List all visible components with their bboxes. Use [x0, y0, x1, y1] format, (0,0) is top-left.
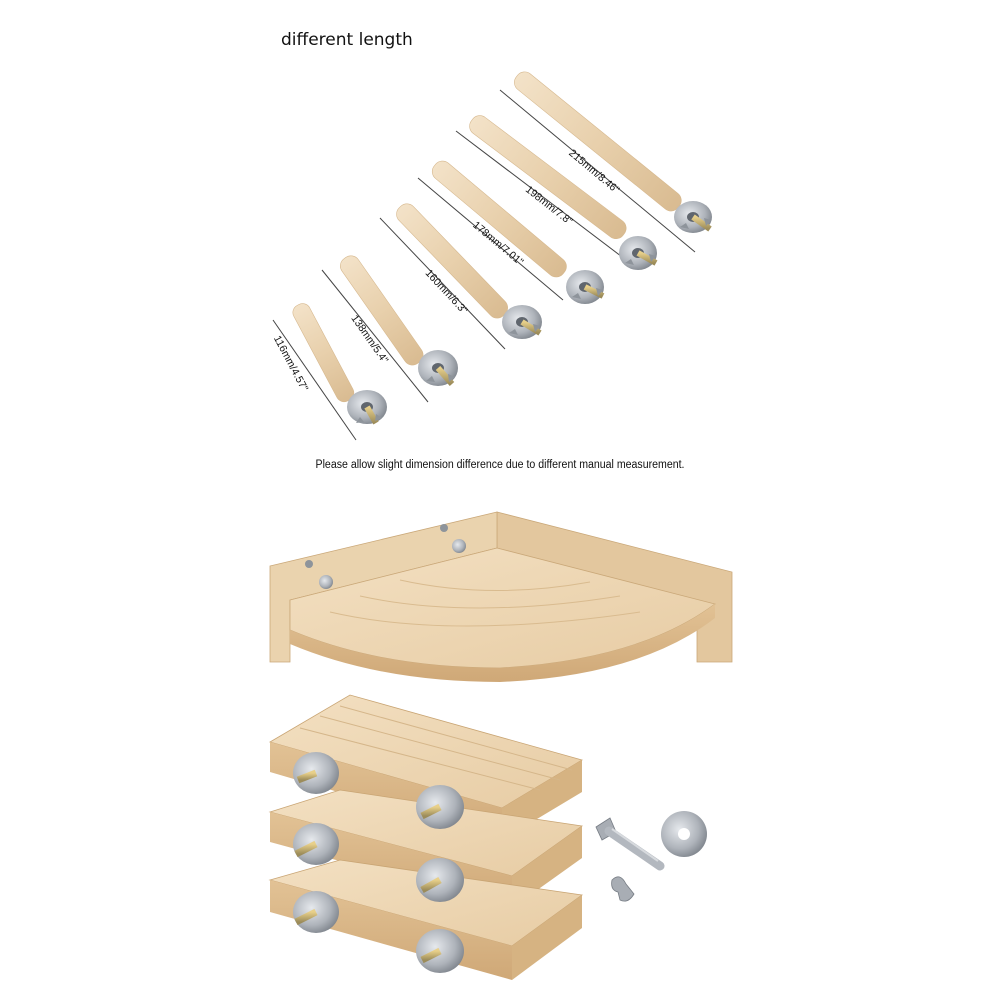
dimension-line	[455, 130, 639, 270]
heading: different length	[281, 30, 413, 50]
wood-perch	[340, 255, 424, 366]
screw	[583, 284, 605, 299]
screw	[520, 319, 542, 336]
wing-nut	[509, 324, 540, 335]
dimension-line	[379, 217, 506, 350]
wood-perch	[469, 115, 627, 240]
hex-bolt-head	[319, 575, 333, 589]
measurement-note: Please allow slight dimension difference…	[315, 459, 685, 471]
screw	[364, 405, 379, 425]
wing-nut	[426, 374, 455, 382]
perch-215mm	[499, 71, 712, 253]
wing-nut	[572, 288, 603, 299]
perch-178mm	[417, 160, 605, 304]
wood-perch	[431, 160, 567, 278]
hex-bolt-head	[452, 539, 466, 553]
corner-platform	[269, 511, 733, 682]
perch-198mm	[455, 115, 658, 270]
perch-116mm	[272, 303, 387, 441]
perch-138mm	[321, 255, 458, 403]
plank-washers	[293, 752, 464, 973]
dimension-line	[272, 319, 357, 441]
perch-160mm	[379, 203, 542, 350]
wing-nut	[356, 414, 382, 423]
wing-nut	[680, 218, 711, 229]
wing-nut	[625, 254, 656, 265]
dimension-line	[321, 269, 429, 403]
dimension-label-116mm: 116mm/4.57"	[271, 334, 311, 394]
loose-hardware	[595, 811, 707, 902]
screw	[691, 214, 712, 232]
wing-nut	[611, 876, 635, 902]
dimension-line	[417, 177, 564, 301]
bolt-shaft	[604, 826, 665, 871]
screw	[636, 250, 658, 266]
dimension-line	[499, 89, 696, 253]
